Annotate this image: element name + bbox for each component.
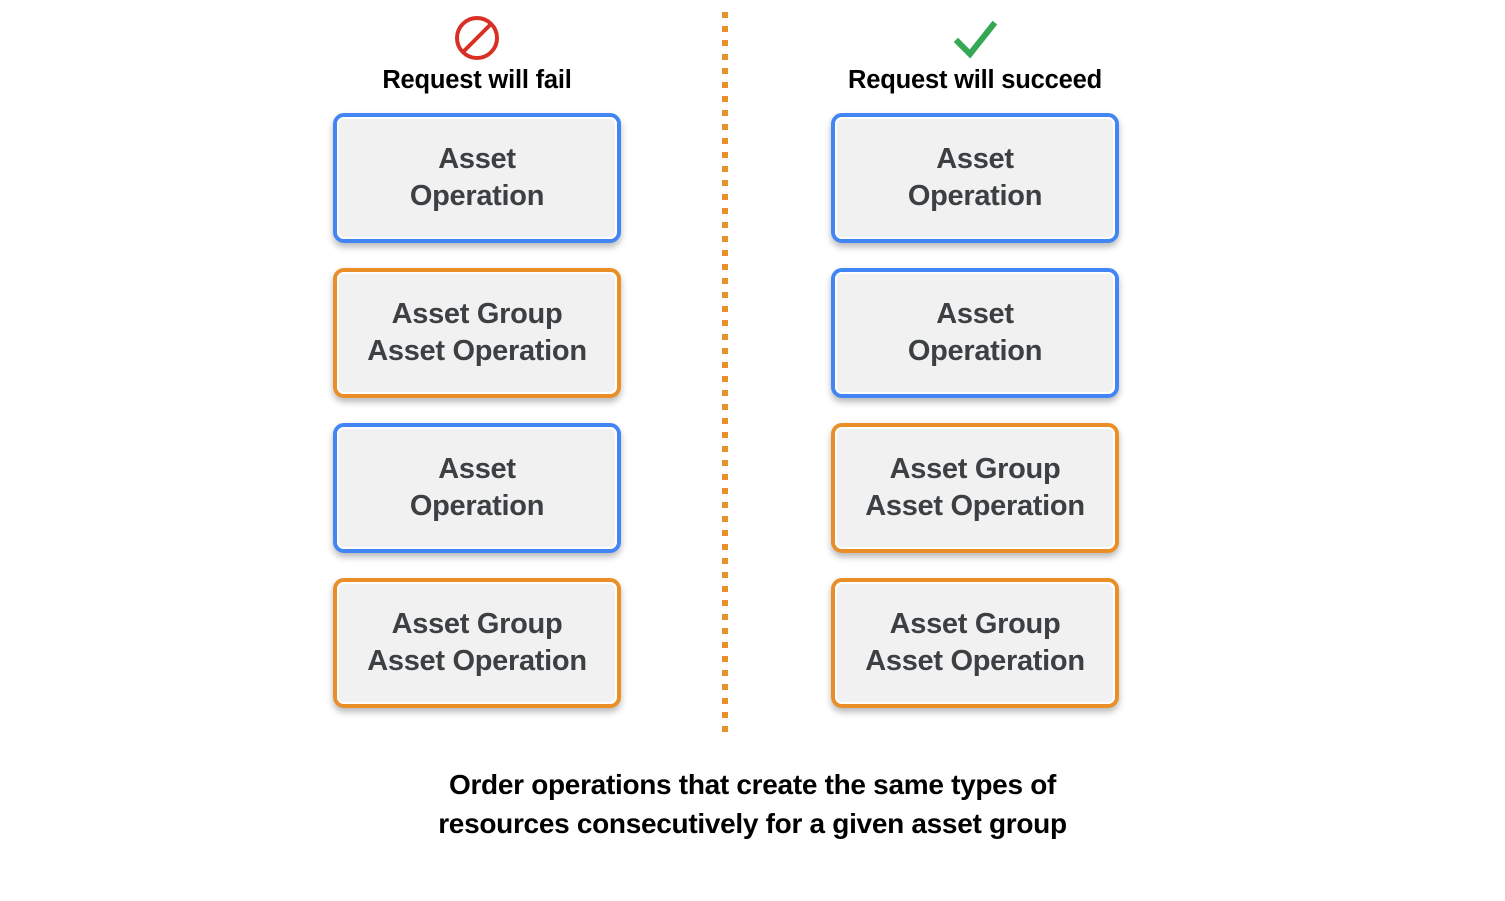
column-header-succeed: Request will succeed bbox=[825, 12, 1125, 95]
prohibition-icon bbox=[451, 12, 503, 64]
operation-box-label: Asset Group Asset Operation bbox=[865, 608, 1085, 677]
diagram-caption: Order operations that create the same ty… bbox=[438, 769, 1067, 839]
operation-box[interactable]: Asset Operation bbox=[333, 423, 621, 553]
column-divider bbox=[722, 12, 728, 737]
operation-box-label: Asset Operation bbox=[907, 143, 1043, 212]
column-header-fail: Request will fail bbox=[327, 12, 627, 95]
operation-box[interactable]: Asset Operation bbox=[333, 113, 621, 243]
operation-box-label: Asset Group Asset Operation bbox=[865, 453, 1085, 522]
operation-box[interactable]: Asset Operation bbox=[831, 113, 1119, 243]
operation-box-label: Asset Group Asset Operation bbox=[367, 298, 587, 367]
check-icon bbox=[949, 12, 1001, 64]
operation-box[interactable]: Asset Operation bbox=[831, 268, 1119, 398]
operation-box-label: Asset Operation bbox=[409, 143, 545, 212]
operation-box[interactable]: Asset Group Asset Operation bbox=[831, 423, 1119, 553]
operation-box-label: Asset Operation bbox=[409, 453, 545, 522]
box-stack-fail: Asset Operation Asset Group Asset Operat… bbox=[333, 113, 621, 708]
box-stack-succeed: Asset Operation Asset Operation Asset Gr… bbox=[831, 113, 1119, 708]
operation-box-label: Asset Group Asset Operation bbox=[367, 608, 587, 677]
column-label-succeed: Request will succeed bbox=[848, 66, 1102, 94]
operation-box-label: Asset Operation bbox=[907, 298, 1043, 367]
operation-box[interactable]: Asset Group Asset Operation bbox=[333, 268, 621, 398]
operation-box[interactable]: Asset Group Asset Operation bbox=[333, 578, 621, 708]
column-label-fail: Request will fail bbox=[382, 66, 572, 94]
operation-box[interactable]: Asset Group Asset Operation bbox=[831, 578, 1119, 708]
